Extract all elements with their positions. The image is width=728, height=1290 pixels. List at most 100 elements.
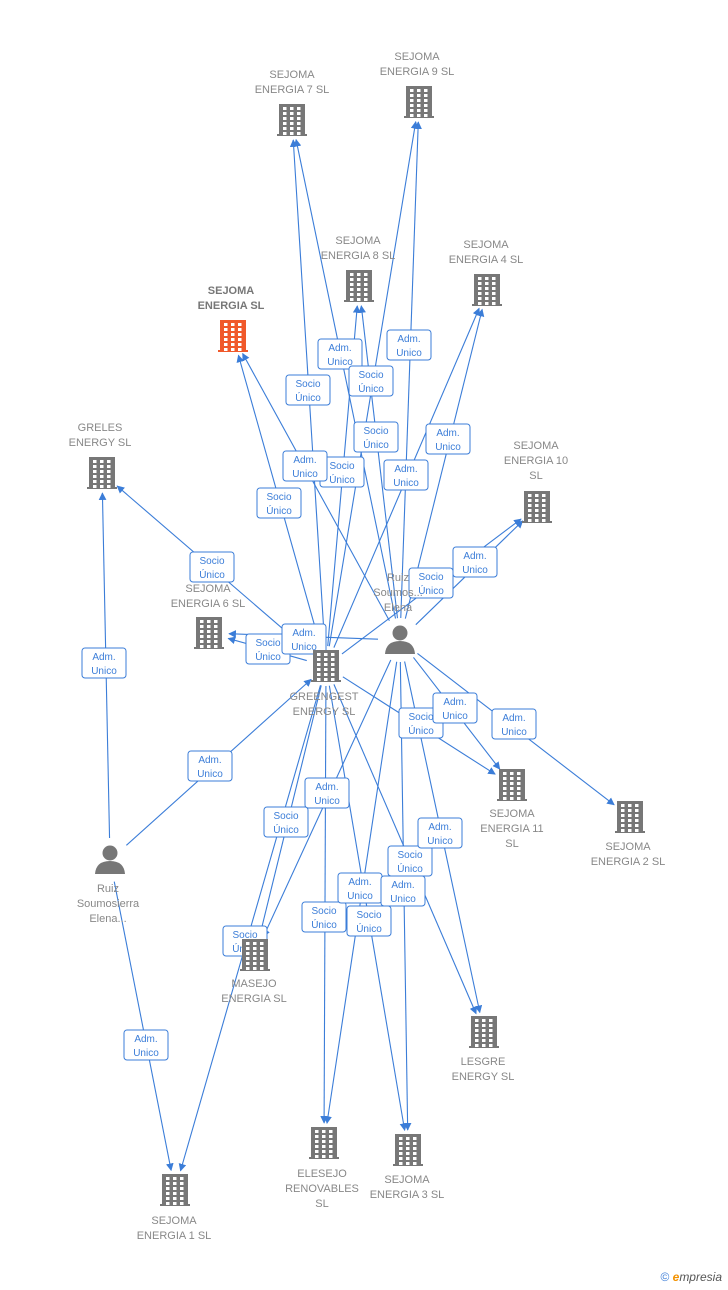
- edge-label-text: Unico: [327, 357, 353, 368]
- edge-person1-to-sejoma4: [404, 308, 485, 619]
- node-label: ENERGY SL: [452, 1071, 515, 1083]
- edge-label-text: Socio: [329, 461, 354, 472]
- footer-brand: © empresia: [660, 1270, 722, 1284]
- node-label: ENERGIA 7 SL: [255, 84, 330, 96]
- edge-label-person1-to-sejoma[interactable]: Adm.Unico: [282, 450, 328, 482]
- node-label: ENERGIA 6 SL: [171, 598, 246, 610]
- edge-label-text: Socio: [358, 370, 383, 381]
- edge-label-person1-to-sejoma8[interactable]: Adm.Unico: [425, 423, 471, 455]
- edge-label-person1-to-sejoma6[interactable]: Adm.Unico: [281, 623, 327, 655]
- building-icon: [472, 274, 502, 306]
- node-label: ENERGY SL: [293, 706, 356, 718]
- edge-label-text: Adm.: [394, 464, 417, 475]
- node-label: Ruiz: [97, 883, 119, 895]
- edge-label-box: [432, 692, 478, 724]
- building-icon: [404, 86, 434, 118]
- node-label: ELESEJO: [297, 1168, 347, 1180]
- edge-label-person1-to-sejoma3[interactable]: Adm.Unico: [380, 875, 426, 907]
- edge-label-text: Adm.: [134, 1034, 157, 1045]
- edge-label-text: Único: [418, 584, 444, 597]
- edge-label-text: Unico: [427, 836, 453, 847]
- building-icon: [240, 939, 270, 971]
- edge-label-person1-to-elesejo[interactable]: Adm.Unico: [337, 872, 383, 904]
- edge-person1-to-sejoma9: [400, 121, 422, 619]
- edge-label-text: Único: [273, 823, 299, 836]
- edge-label-text: Adm.: [436, 428, 459, 439]
- edge-label-person1-to-lesgre[interactable]: Adm.Unico: [417, 817, 463, 849]
- node-person2[interactable]: RuizSoumosierraElena...: [77, 845, 140, 926]
- edge-label-person1-to-sejoma10[interactable]: Adm.Unico: [452, 546, 498, 578]
- edge-label-text: Único: [199, 568, 225, 581]
- edge-label-box: [353, 421, 399, 453]
- edge-label-person1-to-sejoma2[interactable]: Adm. Unico: [491, 708, 537, 740]
- edge-label-person1-to-sejoma9[interactable]: Adm.Unico: [386, 329, 432, 361]
- edge-label-box: [491, 708, 537, 740]
- edge-label-box: [452, 546, 498, 578]
- node-label: Elena...: [89, 913, 126, 925]
- edge-label-text: Unico: [462, 565, 488, 576]
- edge-label-box: [304, 777, 350, 809]
- node-label: SL: [529, 470, 542, 482]
- edge-label-text: Unico: [393, 478, 419, 489]
- edge-label-box: [301, 901, 347, 933]
- edge-label-person1-to-sejoma4[interactable]: Adm. Unico: [383, 459, 429, 491]
- building-icon: [87, 457, 117, 489]
- node-label: Soumosierra: [77, 898, 140, 910]
- edge-label-person1-to-sejoma7[interactable]: Adm.Unico: [317, 338, 363, 370]
- edge-label-person2-to-sejoma1[interactable]: Adm.Unico: [123, 1029, 169, 1061]
- edge-label-text: Único: [311, 918, 337, 931]
- edge-label-text: Socio: [255, 638, 280, 649]
- node-label: SEJOMA: [513, 440, 559, 452]
- node-label: ENERGIA 4 SL: [449, 254, 524, 266]
- edge-label-person1-to-sejoma11[interactable]: Adm.Unico: [432, 692, 478, 724]
- brand-logo-e: e: [672, 1270, 680, 1284]
- edge-label-text: Adm.: [92, 652, 115, 663]
- building-icon: [218, 320, 248, 352]
- edge-label-person2-to-greles[interactable]: Adm.Unico: [81, 647, 127, 679]
- node-label: MASEJO: [231, 978, 277, 990]
- node-label: ENERGIA 11: [480, 823, 543, 835]
- edge-label-text: Socio: [266, 492, 291, 503]
- building-icon: [344, 270, 374, 302]
- edge-label-person1-to-masejo[interactable]: Adm.Unico: [304, 777, 350, 809]
- edge-person1-to-sejoma8: [358, 305, 399, 619]
- edge-label-text: Socio: [273, 811, 298, 822]
- edge-label-text: Unico: [501, 727, 527, 738]
- edge-label-text: Adm.: [502, 713, 525, 724]
- edge-label-text: Socio: [311, 906, 336, 917]
- edge-label-person2-to-greengest[interactable]: Adm.Unico: [187, 750, 233, 782]
- building-icon: [497, 769, 527, 801]
